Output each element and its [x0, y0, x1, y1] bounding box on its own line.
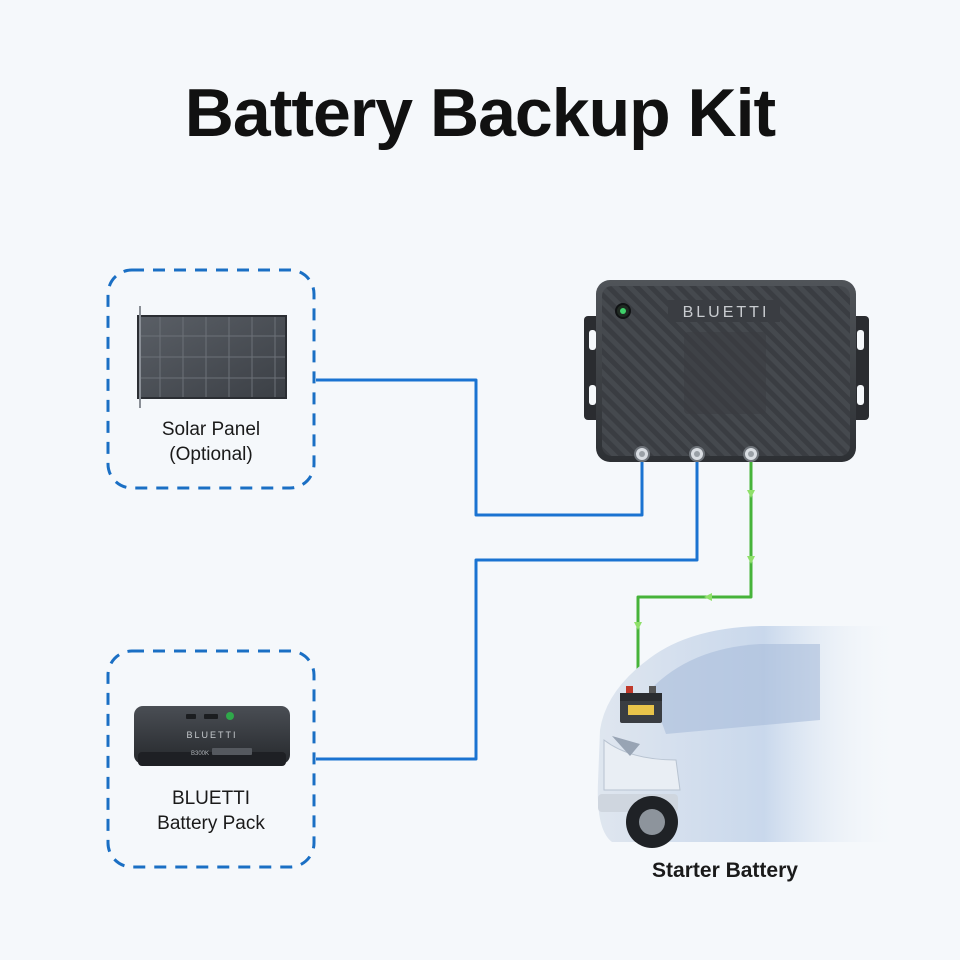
battery-pack-icon	[134, 706, 290, 766]
solar-panel-label-line1: Solar Panel	[161, 419, 261, 440]
controller-box-icon	[584, 280, 869, 462]
battery-pack-brand-text: BLUETTI	[186, 730, 237, 740]
battery-pack-label-line2: Battery Pack	[157, 813, 265, 834]
car-battery-icon	[620, 686, 662, 723]
battery-pack-frame	[106, 649, 316, 869]
van-icon	[597, 626, 900, 848]
current-flow-arrows	[634, 490, 755, 630]
starter-battery-wire	[636, 455, 753, 690]
device-terminals	[634, 446, 759, 462]
battery-pack-label-line1: BLUETTI	[171, 788, 251, 809]
page-title: Battery Backup Kit	[184, 75, 776, 151]
solar-panel-frame	[106, 268, 316, 490]
battery-pack-label: BLUETTI Battery Pack	[108, 786, 314, 836]
solar-panel-icon	[137, 306, 287, 408]
controller-brand-text: BLUETTI	[683, 304, 770, 321]
solar-panel-label: Solar Panel (Optional)	[108, 417, 314, 467]
battery-pack-model-text: B300K	[191, 751, 209, 757]
solar-panel-label-line2: (Optional)	[169, 444, 253, 465]
starter-battery-label: Starter Battery	[652, 859, 798, 882]
solar-wire	[316, 378, 644, 517]
battery-pack-wire	[316, 455, 699, 761]
status-led-icon	[615, 303, 631, 319]
